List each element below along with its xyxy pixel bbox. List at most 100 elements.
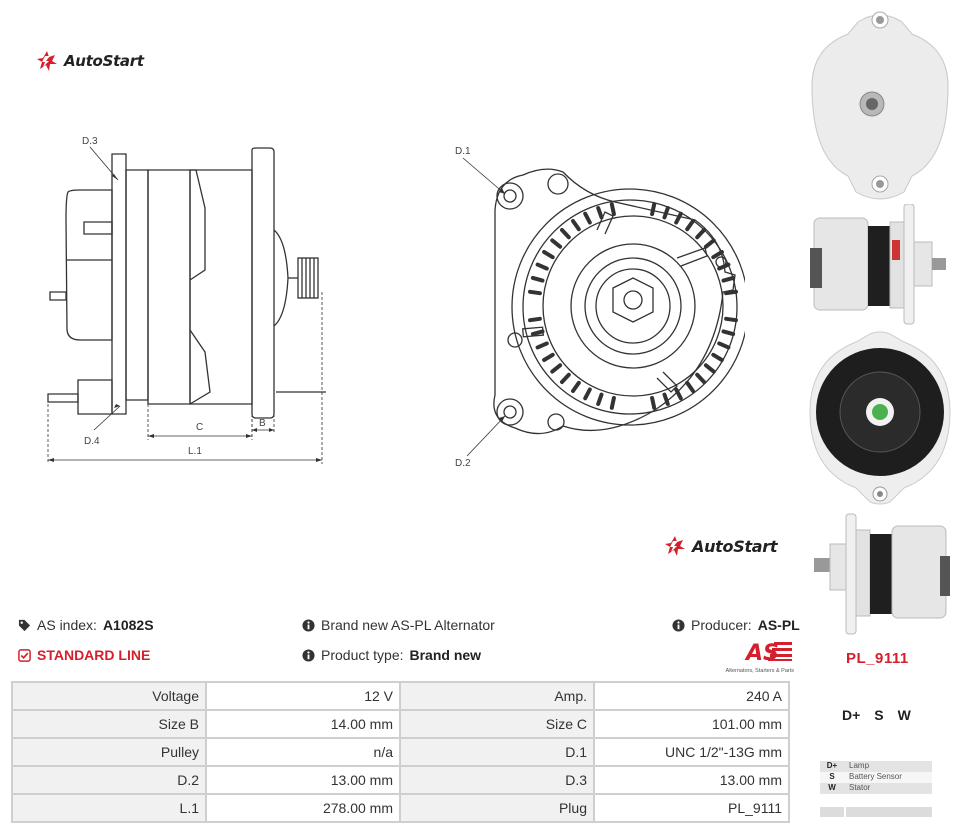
side-label-d3: D.3 [82, 136, 98, 147]
brand-new-line: Brand new AS-PL Alternator [302, 617, 495, 633]
as-pl-logo-mark: AS [744, 641, 792, 666]
legend-value: Stator [844, 783, 932, 794]
spec-label: D.2 [11, 765, 207, 795]
spec-label: Voltage [11, 681, 207, 711]
plug-legend: D+ Lamp S Battery Sensor W Stator [820, 761, 932, 817]
autostart-logo-top: AutoStart [36, 50, 144, 72]
vent-slot [674, 211, 683, 225]
table-row: Voltage 12 V Amp. 240 A [11, 681, 790, 711]
logo-text: AutoStart [64, 52, 144, 70]
front-view-drawing: D.1 D.2 [455, 146, 745, 469]
producer-line: Producer: AS-PL [672, 617, 800, 633]
dim-label-b: B [259, 418, 266, 429]
dim-label-l1: L.1 [188, 446, 202, 457]
vent-slot [609, 396, 616, 410]
standard-line-label: STANDARD LINE [37, 647, 151, 663]
dim-label-c: C [196, 422, 203, 433]
vent-slot [530, 275, 545, 283]
vent-slot [596, 392, 604, 406]
product-photo-side-2 [814, 513, 950, 635]
product-photo-front [811, 11, 949, 200]
legend-row: W Stator [820, 783, 932, 794]
plug-pin-d-plus: D+ [842, 707, 861, 723]
vent-slot [717, 341, 731, 350]
producer-value: AS-PL [757, 617, 800, 633]
side-view-drawing: D.3 D.4 C B L.1 [47, 136, 326, 464]
autostart-logo-icon [37, 51, 57, 71]
logo-text: AutoStart [692, 536, 778, 556]
vent-slot [550, 238, 563, 249]
vent-slot [695, 228, 706, 240]
table-row: Pulley n/a D.1 UNC 1/2"-13G mm [11, 737, 790, 767]
legend-key: W [820, 783, 844, 794]
legend-key: S [820, 772, 844, 783]
spec-value: 12 V [205, 681, 401, 711]
vent-slot [721, 275, 736, 283]
vent-slot [711, 352, 724, 362]
vent-slot [721, 329, 736, 337]
vent-slot [596, 206, 604, 220]
vent-slot [560, 372, 571, 384]
as-logo-letters: AS [744, 641, 779, 662]
plug-pin-w: W [897, 707, 911, 723]
spec-value: n/a [205, 737, 401, 767]
vent-slot [685, 380, 695, 393]
legend-row: D+ Lamp [820, 761, 932, 772]
vent-slot [530, 329, 545, 337]
as-index-line: AS index: A1082S [18, 617, 154, 633]
vent-slot [695, 372, 706, 384]
autostart-logo-icon [665, 536, 685, 556]
vent-slot [571, 380, 581, 393]
vent-slot [662, 206, 670, 220]
spec-value: UNC 1/2"-13G mm [593, 737, 790, 767]
spec-label: Size C [399, 709, 595, 739]
brand-new-text: Brand new AS-PL Alternator [321, 617, 495, 633]
autostart-logo-middle: AutoStart [664, 535, 778, 557]
vent-slot [703, 363, 716, 374]
as-index-label: AS index: [37, 617, 97, 633]
table-row: L.1 278.00 mm Plug PL_9111 [11, 793, 790, 823]
legend-row: S Battery Sensor [820, 772, 932, 783]
vent-slot [685, 219, 695, 232]
vent-slot [583, 387, 592, 401]
vent-slot [674, 387, 683, 401]
spec-value: 278.00 mm [205, 793, 401, 823]
spec-label: Amp. [399, 681, 595, 711]
checkbox-icon [18, 648, 31, 662]
legend-value: Lamp [844, 761, 932, 772]
spec-value: 240 A [593, 681, 790, 711]
legend-empty-cell [820, 806, 844, 817]
legend-empty-row [820, 806, 932, 817]
as-index-value: A1082S [102, 617, 154, 633]
spec-label: Pulley [11, 737, 207, 767]
vent-slot [560, 228, 571, 240]
vent-slot [717, 262, 731, 271]
tags-icon [18, 619, 31, 631]
product-type-line: Product type: Brand new [302, 647, 481, 663]
product-photo-rear [809, 331, 951, 505]
vent-slot [650, 202, 657, 216]
table-row: D.2 13.00 mm D.3 13.00 mm [11, 765, 790, 795]
spec-value: 14.00 mm [205, 709, 401, 739]
info-icon [302, 618, 315, 632]
vent-slot [609, 202, 616, 216]
table-row: Size B 14.00 mm Size C 101.00 mm [11, 709, 790, 739]
spec-label: Size B [11, 709, 207, 739]
vent-slot [528, 289, 542, 296]
vent-slot [571, 219, 581, 232]
vent-slot [724, 316, 738, 323]
vent-slot [550, 363, 563, 374]
spec-label: Plug [399, 793, 595, 823]
legend-key: D+ [820, 761, 844, 772]
spec-table: Voltage 12 V Amp. 240 A Size B 14.00 mm … [11, 681, 790, 823]
vent-slot [724, 289, 738, 296]
legend-empty-cell [846, 806, 932, 817]
standard-line-badge: STANDARD LINE [18, 647, 150, 663]
vent-slot [711, 250, 724, 260]
spec-value: 13.00 mm [205, 765, 401, 795]
vent-slot [662, 392, 670, 406]
vent-slot [535, 341, 549, 350]
front-label-d1: D.1 [455, 146, 471, 157]
info-icon [302, 648, 315, 662]
vent-slot [535, 262, 549, 271]
